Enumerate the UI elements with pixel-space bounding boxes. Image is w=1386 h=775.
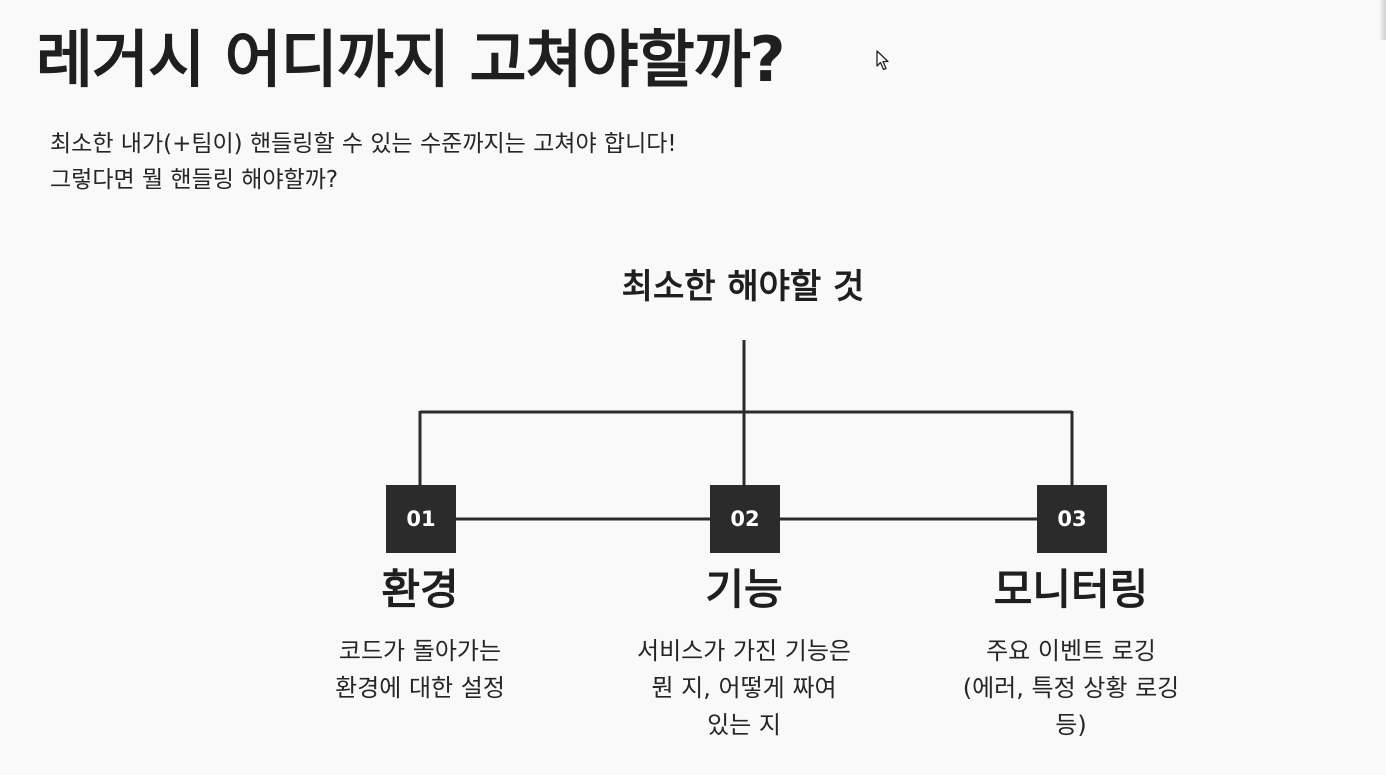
- node-description-line: 환경에 대한 설정: [335, 674, 505, 702]
- node-number-box-01: 01: [386, 485, 456, 553]
- node-title-monitoring: 모니터링: [993, 565, 1149, 614]
- subtitle-line-1: 최소한 내가(+팀이) 핸들링할 수 있는 수준까지는 고쳐야 합니다!: [50, 131, 677, 157]
- mouse-pointer-icon: [876, 50, 889, 71]
- node-description-feature: 서비스가 가진 기능은 뭔 지, 어떻게 짜여 있는 지: [594, 633, 894, 744]
- node-description-line: 주요 이벤트 로깅: [986, 637, 1156, 665]
- node-description-line: 뭔 지, 어떻게 짜여: [651, 674, 837, 702]
- node-title-environment: 환경: [381, 565, 459, 614]
- node-number-box-02: 02: [710, 485, 780, 553]
- node-number-box-03: 03: [1037, 485, 1107, 553]
- node-title-feature: 기능: [705, 565, 783, 614]
- window-edge-shadow: [1380, 0, 1386, 40]
- node-description-line: 서비스가 가진 기능은: [637, 637, 851, 665]
- diagram-heading: 최소한 해야할 것: [621, 267, 865, 307]
- node-description-line: 등): [1055, 711, 1087, 739]
- node-description-line: 코드가 돌아가는: [338, 637, 502, 665]
- node-description-environment: 코드가 돌아가는 환경에 대한 설정: [270, 633, 570, 707]
- subtitle-line-2: 그렇다면 뭘 핸들링 해야할까?: [50, 167, 339, 193]
- slide-subtitle: 최소한 내가(+팀이) 핸들링할 수 있는 수준까지는 고쳐야 합니다! 그렇다…: [50, 126, 677, 198]
- node-description-line: (에러, 특정 상황 로깅: [962, 674, 1180, 702]
- node-description-line: 있는 지: [707, 711, 781, 739]
- node-description-monitoring: 주요 이벤트 로깅 (에러, 특정 상황 로깅 등): [921, 633, 1221, 744]
- slide-title: 레거시 어디까지 고쳐야할까?: [36, 23, 786, 96]
